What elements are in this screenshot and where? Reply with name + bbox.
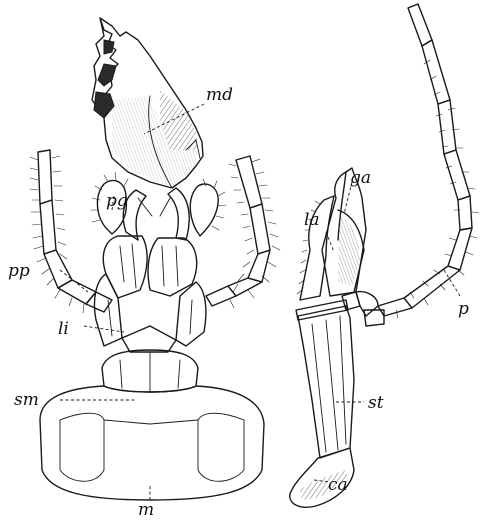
label-pp: pp: [8, 261, 30, 281]
label-st: st: [368, 393, 384, 413]
maxilla-drawing: [290, 4, 479, 507]
leader-lines: [60, 104, 460, 500]
figure-labels: md pg pp li sm m ga la p st ca: [8, 85, 469, 520]
label-p: p: [458, 299, 469, 319]
label-ga: ga: [350, 168, 371, 188]
label-m: m: [138, 500, 154, 520]
label-li: li: [58, 319, 69, 339]
label-sm: sm: [14, 390, 39, 410]
label-md: md: [206, 85, 233, 105]
label-pg: pg: [106, 191, 128, 211]
label-ca: ca: [328, 475, 348, 495]
label-la: la: [304, 210, 320, 230]
mandible-drawing: [92, 18, 203, 188]
